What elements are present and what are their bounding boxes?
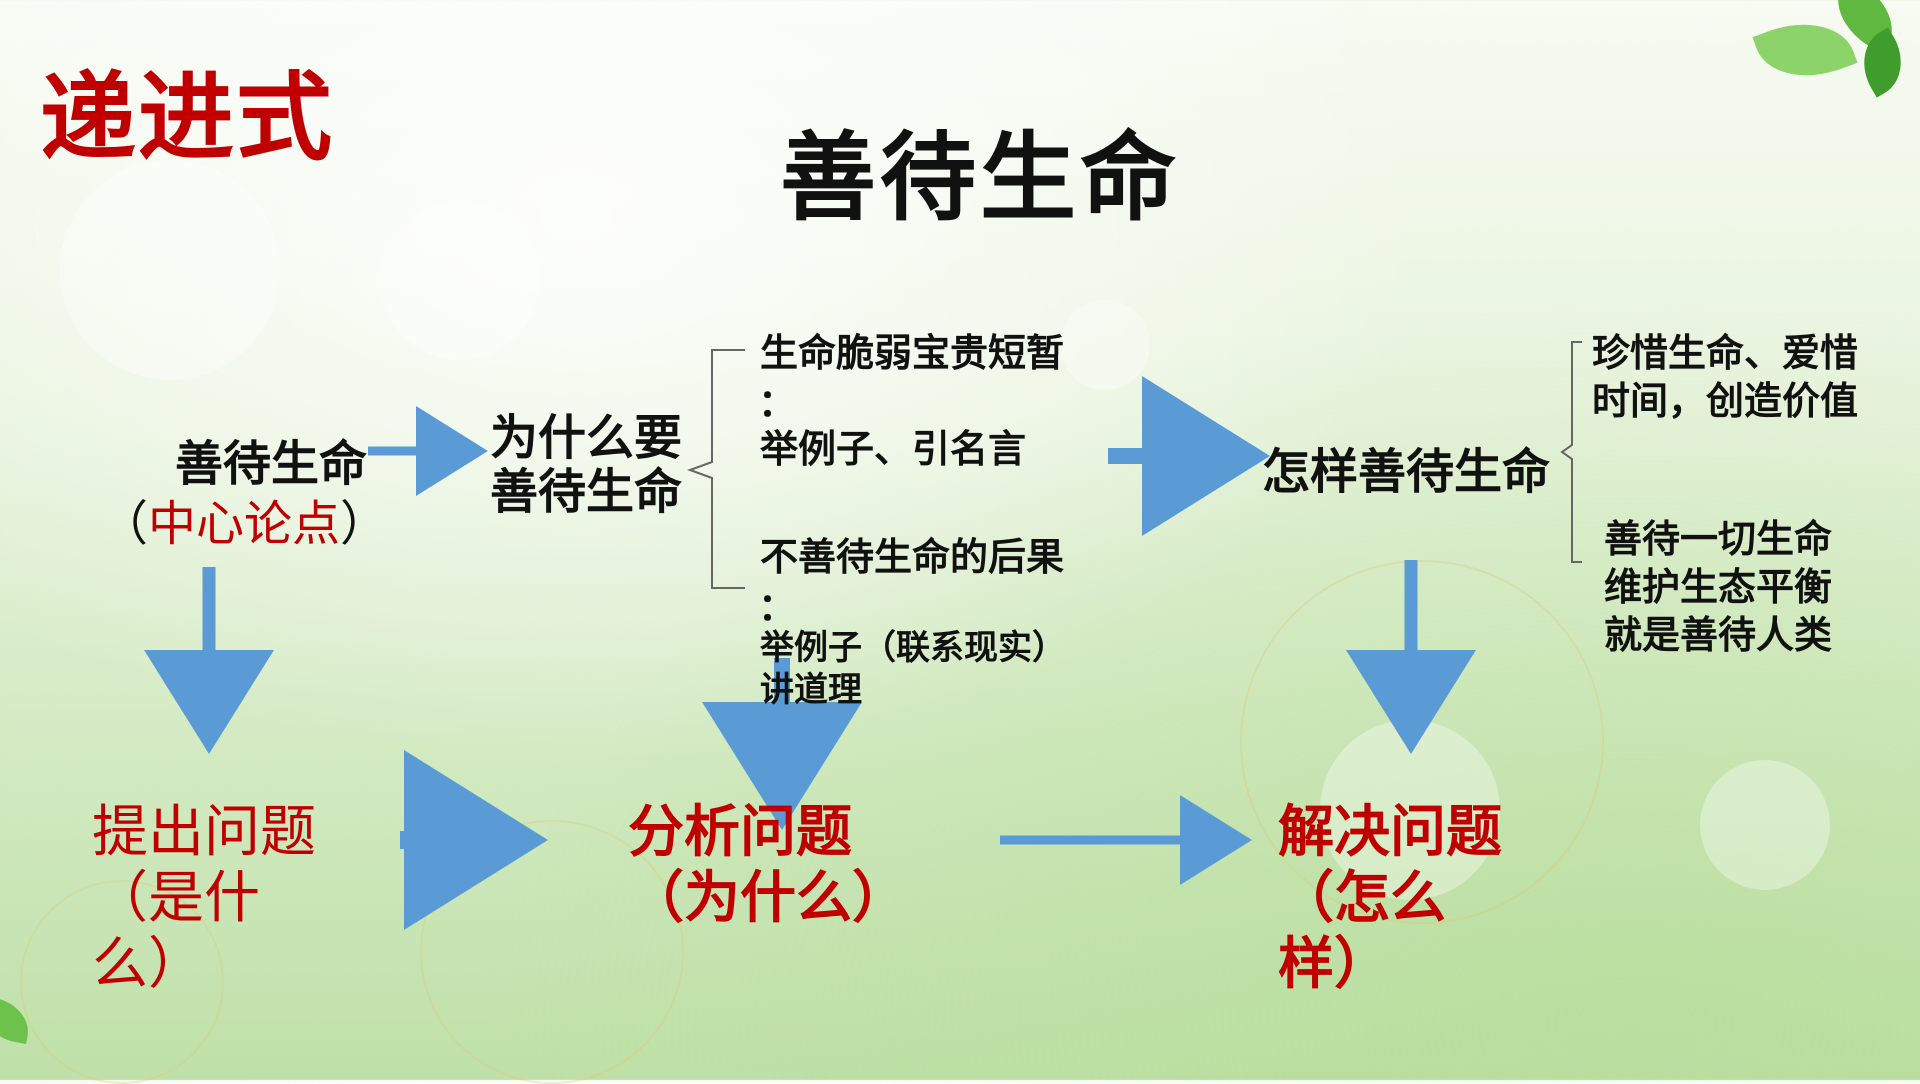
structure-type-label: 递进式 (40, 62, 334, 174)
why-label-line1: 为什么要 (490, 410, 683, 466)
background-bubble (1060, 300, 1150, 390)
how1-line1: 珍惜生命、爱惜 (1592, 331, 1859, 375)
reason1-method: 举例子、引名言 (760, 427, 1027, 471)
brace-how-answers (1560, 341, 1582, 563)
reason1-colon: ： (758, 381, 797, 425)
reason2-label: 不善待生命的后果 (760, 535, 1065, 579)
thesis-note: （中心论点） (100, 484, 388, 554)
how1-line2: 时间，创造价值 (1592, 379, 1859, 423)
background-swirl (1240, 560, 1604, 924)
solve-question-line1: 解决问题 (1278, 800, 1502, 865)
background-bubble (380, 200, 540, 360)
solve-question-line2: （怎么 (1278, 866, 1446, 931)
reason2-method1: 举例子（联系现实） (760, 628, 1066, 668)
why-label-line2: 善待生命 (490, 464, 683, 520)
thesis-note-text: 中心论点 (148, 496, 341, 552)
raise-question-line3: 么） (92, 932, 204, 997)
analyze-question-line1: 分析问题 (628, 800, 852, 865)
raise-question-line1: 提出问题 (92, 800, 316, 865)
how2-line3: 就是善待人类 (1604, 613, 1833, 657)
thesis-note-close: ） (340, 496, 389, 552)
solve-question-line3: 样） (1278, 932, 1390, 997)
reason2-method2: 讲道理 (760, 670, 862, 710)
analyze-question-line2: （为什么） (628, 866, 908, 931)
brace-why-reasons (687, 349, 745, 589)
how2-line2: 维护生态平衡 (1604, 565, 1833, 609)
thesis-note-open: （ (100, 496, 149, 552)
raise-question-line2: （是什 (92, 866, 260, 931)
how-label: 怎样善待生命 (1262, 444, 1551, 500)
reason1-label: 生命脆弱宝贵短暂 (760, 331, 1065, 375)
page-title: 善待生命 (780, 122, 1180, 234)
background-bubble (1700, 760, 1830, 890)
reason2-colon: ： (758, 585, 797, 629)
how2-line1: 善待一切生命 (1604, 517, 1833, 561)
thesis-label: 善待生命 (175, 436, 368, 492)
background-bubble (60, 160, 280, 380)
